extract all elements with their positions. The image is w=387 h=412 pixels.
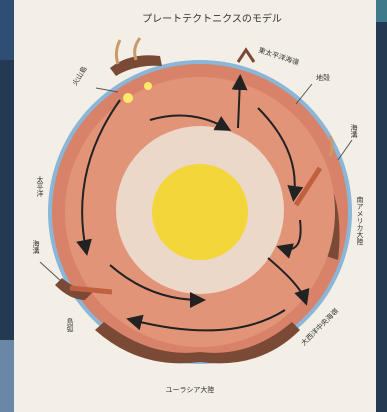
label-eurasia: ユーラシア大陸: [166, 385, 215, 394]
label-volcanic-island: 火山島: [70, 64, 89, 87]
label-crust: 地殻: [316, 73, 330, 82]
label-trench-left: 海溝: [32, 239, 40, 255]
leader-crust: [296, 84, 312, 104]
label-island-arc: 島弧: [66, 317, 74, 333]
label-south-america: 南アメリカ大陸: [356, 195, 364, 246]
volcano-glow-2: [144, 82, 152, 90]
leader-trench-right: [338, 140, 352, 160]
label-pacific: 太平洋: [36, 175, 44, 198]
volcano-plume-1: [116, 40, 120, 64]
inner-core: [152, 164, 248, 260]
volcano-glow-1: [123, 93, 133, 103]
label-east-pacific-rise: 東太平洋海嶺: [257, 45, 300, 67]
east-pacific-rise-ridge: [238, 50, 254, 62]
label-trench-right: 海溝: [350, 123, 358, 139]
diagram-title: プレートテクトニクスのモデル: [142, 12, 282, 25]
